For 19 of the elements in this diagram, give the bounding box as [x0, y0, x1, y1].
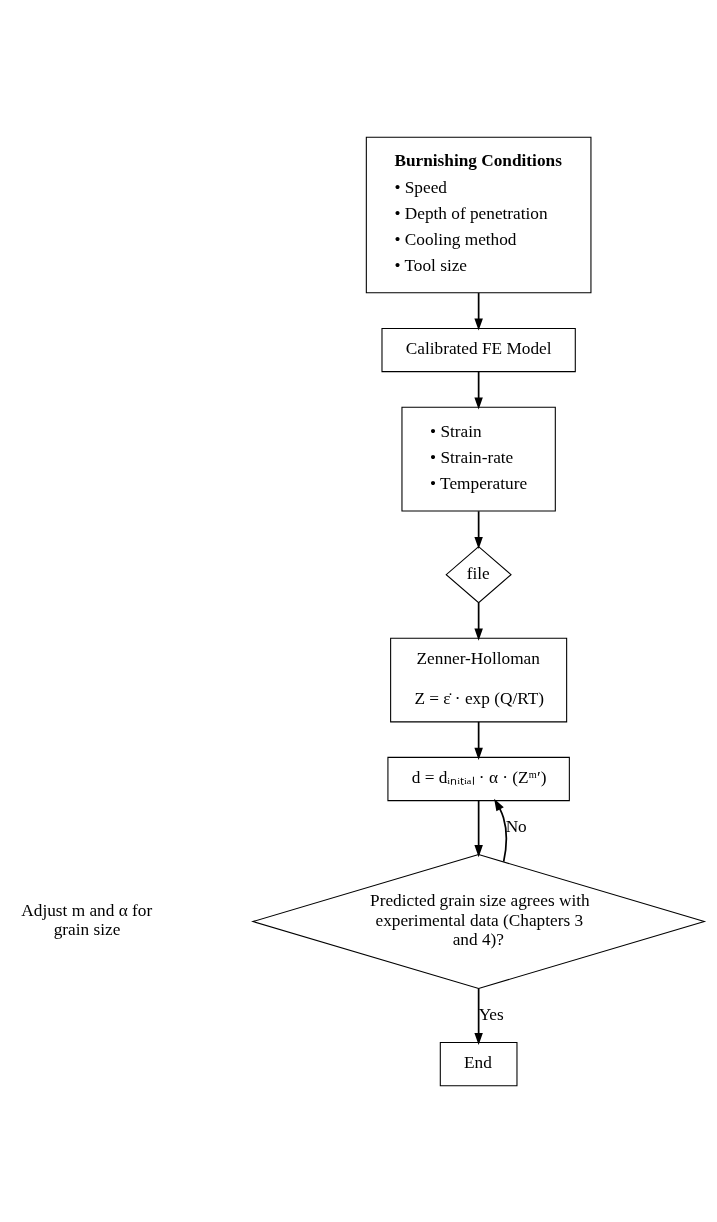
arrow: [474, 799, 483, 857]
node-box: Zenner-Holloman Z = ε̇ · exp (Q/RT): [390, 637, 568, 722]
arrow: [474, 987, 483, 1045]
label: Adjust m and α for grain size: [21, 900, 153, 939]
edge-label: No: [505, 816, 527, 836]
arrow: [494, 798, 508, 862]
arrow: [474, 601, 483, 641]
arrow: [474, 720, 483, 760]
node-diamond: Predicted grain size agrees with experimental data (Chapters 3 and 4)?: [251, 853, 707, 989]
arrow: [474, 509, 483, 549]
node-diamond: file: [445, 545, 512, 603]
arrow: [474, 370, 483, 409]
node-box: Calibrated FE Model: [381, 327, 576, 372]
node-box: • Strain • Strain-rate • Temperature: [401, 406, 556, 511]
node-box: End: [439, 1041, 518, 1086]
node-box: Burnishing Conditions • Speed • Depth of penetration • Cooling method • Tool size: [365, 136, 592, 293]
arrow: [474, 291, 483, 331]
edge-label: Yes: [478, 1004, 504, 1024]
node-box: d = dᵢₙᵢₜᵢₐₗ · α · (Zᵐ′): [387, 756, 570, 801]
